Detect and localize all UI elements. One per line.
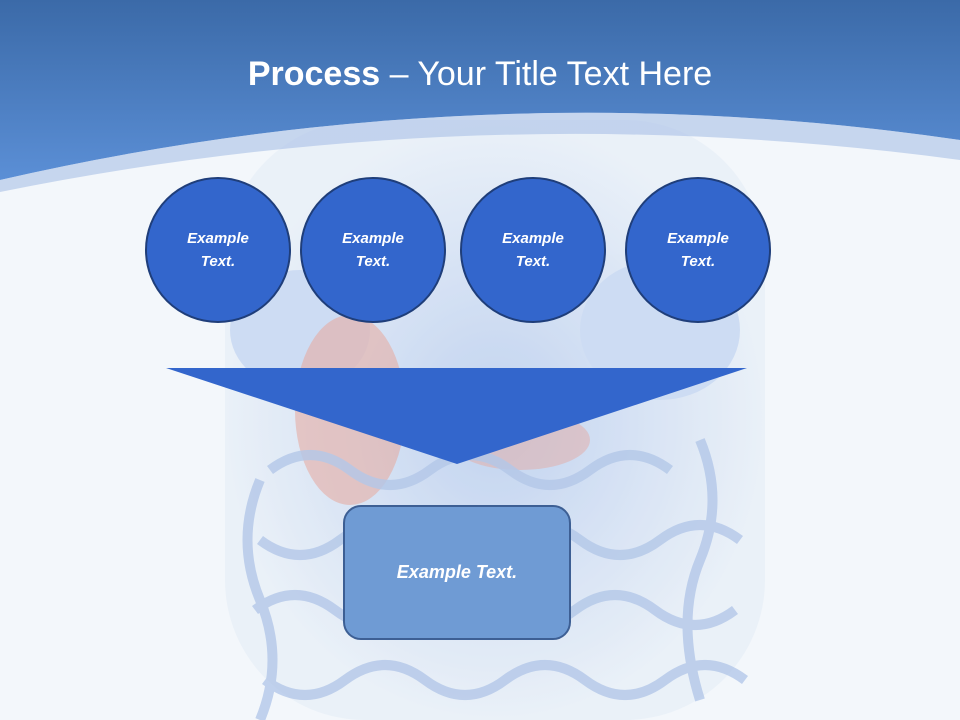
step-2-label: Example Text. [342, 230, 404, 270]
step-circle-3: Example Text. [460, 177, 606, 323]
step-4-label: Example Text. [667, 230, 729, 270]
result-box: Example Text. [343, 505, 571, 640]
step-circle-2: Example Text. [300, 177, 446, 323]
step-1-label: Example Text. [187, 230, 249, 270]
step-circle-1: Example Text. [145, 177, 291, 323]
slide-title: Process – Your Title Text Here [0, 52, 960, 96]
title-rest: – Your Title Text Here [380, 55, 713, 93]
result-label: Example Text. [396, 562, 518, 582]
step-circle-4: Example Text. [625, 177, 771, 323]
title-bold: Process [247, 55, 381, 93]
step-3-label: Example Text. [502, 230, 564, 270]
